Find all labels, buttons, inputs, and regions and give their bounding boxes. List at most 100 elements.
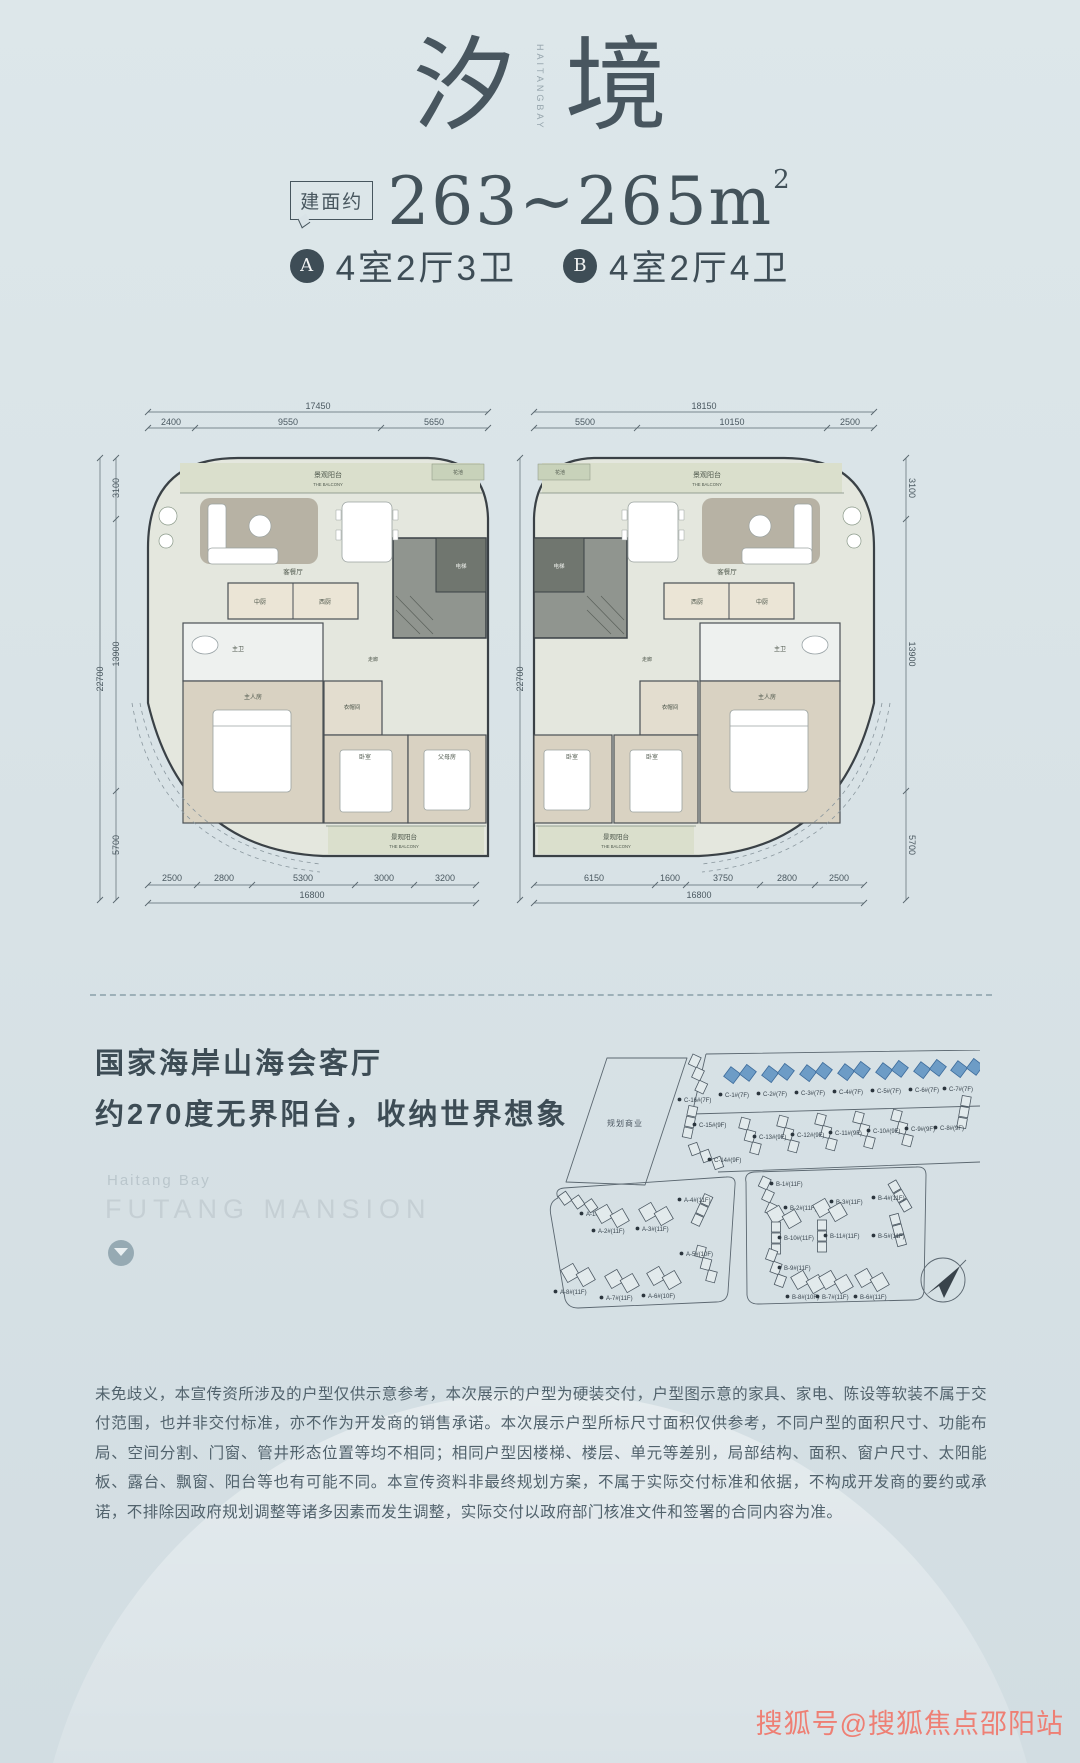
area-value: 263~265m2 bbox=[387, 167, 789, 235]
site-building-label: C-8#(9F) bbox=[940, 1126, 964, 1132]
bathtub bbox=[801, 635, 829, 655]
feature-block: 国家海岸山海会客厅 约270度无界阳台，收纳世界想象 bbox=[95, 1050, 568, 1130]
master-bed bbox=[729, 709, 809, 793]
brand-subtitle: Haitang Bay bbox=[107, 1172, 211, 1189]
bed-3 bbox=[423, 749, 471, 811]
site-building-glyph bbox=[557, 1190, 599, 1214]
location-pin-icon bbox=[635, 1226, 640, 1231]
dimension-label: 5700 bbox=[111, 835, 121, 855]
site-building-glyph bbox=[766, 1204, 802, 1230]
site-building-glyph bbox=[694, 1244, 718, 1284]
zone-b-boundary bbox=[745, 1166, 927, 1305]
sofa-seat bbox=[741, 547, 813, 565]
site-building-label: B-6#(11F) bbox=[860, 1295, 887, 1301]
zone-a-boundary bbox=[549, 1176, 736, 1309]
bed-2 bbox=[629, 749, 683, 813]
dimension-label: 2500 bbox=[829, 873, 849, 883]
site-building-label: B-3#(11F) bbox=[836, 1200, 863, 1206]
dimension-label: 17450 bbox=[305, 401, 330, 411]
site-building-label: B-10#(11F) bbox=[784, 1236, 814, 1242]
unit-a-badge: A bbox=[289, 248, 324, 283]
location-pin-icon bbox=[707, 1157, 712, 1162]
location-pin-icon bbox=[769, 1181, 774, 1186]
dimension-label: 2800 bbox=[777, 873, 797, 883]
room-label: 主卫 bbox=[232, 645, 244, 653]
dimension-lines bbox=[516, 408, 910, 907]
site-building-glyph bbox=[956, 1094, 972, 1130]
title-char-right: 境 bbox=[565, 29, 667, 143]
page-title: 汐 HAITANGBAY 境 bbox=[0, 30, 1080, 142]
site-building-label: B-1#(11F) bbox=[776, 1182, 803, 1188]
site-building-glyph bbox=[913, 1058, 947, 1080]
title-char-left: 汐 bbox=[413, 29, 515, 143]
site-building-label: C-2#(7F) bbox=[763, 1092, 787, 1098]
room-label: 景观阳台 bbox=[693, 470, 721, 479]
location-pin-icon bbox=[832, 1089, 837, 1094]
location-pin-icon bbox=[823, 1233, 828, 1238]
room-label: 走廊 bbox=[642, 656, 652, 663]
room-label: 客餐厅 bbox=[717, 567, 737, 576]
dimension-label: 22700 bbox=[95, 666, 105, 691]
location-pin-icon bbox=[870, 1088, 875, 1093]
dimension-label: 2500 bbox=[840, 417, 860, 427]
floorplan-a-graphic bbox=[131, 456, 490, 873]
site-building-label: C-4#(7F) bbox=[839, 1090, 863, 1096]
location-pin-icon bbox=[942, 1086, 947, 1091]
dining-chairs bbox=[621, 509, 685, 541]
dimension-label: 5650 bbox=[424, 417, 444, 427]
walk-in-closet bbox=[639, 680, 699, 736]
plant bbox=[846, 533, 862, 549]
coffee-table bbox=[748, 514, 772, 538]
location-pin-icon bbox=[599, 1295, 604, 1300]
site-building-glyph bbox=[738, 1116, 762, 1156]
plant bbox=[158, 533, 174, 549]
dimension-label: 5300 bbox=[293, 873, 313, 883]
room-label: 景观阳台 bbox=[603, 832, 629, 841]
site-building-glyph bbox=[687, 1141, 725, 1171]
dimension-label: 3000 bbox=[374, 873, 394, 883]
site-building-glyph bbox=[690, 1193, 714, 1227]
dining-table bbox=[341, 501, 393, 563]
area-number: 263~265m bbox=[387, 163, 774, 240]
coffee-table bbox=[248, 514, 272, 538]
elevator-shaft bbox=[435, 537, 487, 593]
site-building-label: C-10#(9F) bbox=[873, 1129, 900, 1135]
location-pin-icon bbox=[828, 1130, 833, 1135]
dimension-label: 2500 bbox=[162, 873, 182, 883]
room-label: 花池 bbox=[555, 469, 565, 476]
site-building-glyph bbox=[799, 1061, 833, 1083]
site-building-glyph bbox=[950, 1057, 984, 1079]
curved-balcony-arcs bbox=[701, 702, 891, 873]
location-pin-icon bbox=[908, 1087, 913, 1092]
site-plan: 规划商业 C-1#(7F)C-2#(7F)C-3#(7F)C-4#(7F)C-5… bbox=[478, 1049, 984, 1335]
location-pin-icon bbox=[815, 1294, 820, 1299]
site-building-glyph bbox=[594, 1203, 630, 1229]
site-building-label: A-7#(11F) bbox=[606, 1296, 633, 1302]
planter-strip bbox=[431, 463, 485, 481]
room-label: 衣帽间 bbox=[662, 703, 679, 711]
room-label: 客餐厅 bbox=[283, 567, 303, 576]
unit-a-group: A 4室2厅3卫 bbox=[289, 240, 517, 291]
curved-balcony-arcs bbox=[131, 702, 321, 873]
location-pin-icon bbox=[777, 1235, 782, 1240]
feature-line-1: 国家海岸山海会客厅 bbox=[95, 1048, 384, 1080]
site-building-label: A-8#(11F) bbox=[560, 1290, 587, 1296]
room-label: 花池 bbox=[453, 469, 463, 476]
location-pin-icon bbox=[829, 1199, 834, 1204]
location-pin-icon bbox=[794, 1090, 799, 1095]
site-building-label: A-5#(10F) bbox=[686, 1252, 713, 1258]
dining-chairs bbox=[335, 509, 399, 541]
elevator-shaft bbox=[533, 537, 585, 593]
site-building-label: C-14#(9F) bbox=[714, 1158, 741, 1164]
commercial-label: 规划商业 bbox=[607, 1118, 643, 1128]
dimension-label: 13900 bbox=[907, 641, 917, 666]
brand-title: FUTANG MANSION bbox=[105, 1194, 432, 1224]
location-pin-icon bbox=[783, 1205, 788, 1210]
site-building-glyph bbox=[761, 1062, 795, 1084]
room-label: THE BALCONY bbox=[601, 844, 631, 849]
site-building-label: A-3#(11F) bbox=[642, 1227, 669, 1233]
planter-strip bbox=[537, 463, 591, 481]
location-pin-icon bbox=[790, 1132, 795, 1137]
site-building-glyph bbox=[638, 1201, 674, 1227]
